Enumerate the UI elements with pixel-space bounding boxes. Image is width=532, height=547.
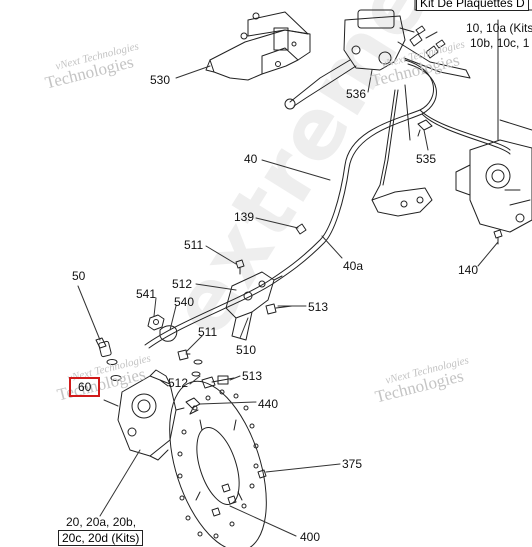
- callout-510[interactable]: 510: [236, 343, 257, 357]
- part-139-screw: [295, 223, 307, 235]
- callout-20-line-1[interactable]: 20, 20a, 20b,: [66, 515, 137, 529]
- caliper-bracket-right: [371, 187, 433, 217]
- brake-line-40: [144, 59, 511, 349]
- callout-530[interactable]: 530: [150, 73, 171, 87]
- fitting-screws-top: [409, 25, 446, 59]
- washer-lower: [191, 359, 203, 377]
- kit-parts-line-1: 10, 10a (Kits: [466, 21, 532, 35]
- callout-60[interactable]: 60: [78, 380, 92, 394]
- callout-40[interactable]: 40: [244, 152, 258, 166]
- highlight-box-60[interactable]: [69, 377, 100, 397]
- part-530-bracket: [205, 11, 311, 81]
- callout-536[interactable]: 536: [346, 87, 367, 101]
- disc-holes: [177, 389, 259, 539]
- callout-440[interactable]: 440: [258, 397, 279, 411]
- line-to-bracket: [371, 184, 381, 201]
- part-400-brake-disc: [169, 380, 267, 547]
- leader-lines: [77, 31, 499, 537]
- part-511-bolt-top: [235, 259, 245, 275]
- kit-parts-line-2: 10b, 10c, 1: [470, 36, 530, 50]
- callout-541[interactable]: 541: [136, 287, 157, 301]
- part-440-bolt: [185, 397, 201, 415]
- part-50-banjo-bolt: [95, 337, 122, 381]
- callout-400[interactable]: 400: [300, 530, 321, 544]
- part-513-screw-lower: [201, 375, 235, 389]
- callout-513-lower[interactable]: 513: [242, 369, 263, 383]
- callout-511-top[interactable]: 511: [184, 238, 204, 252]
- callout-40a[interactable]: 40a: [343, 259, 364, 273]
- kit-label: Kit De Plaquettes D: [416, 0, 529, 11]
- callout-512-top[interactable]: 512: [172, 277, 193, 291]
- callout-540[interactable]: 540: [174, 295, 195, 309]
- callout-511-lower[interactable]: 511: [198, 325, 218, 339]
- callout-20-line-2[interactable]: 20c, 20d (Kits): [58, 530, 144, 546]
- part-140-screw: [493, 229, 503, 245]
- callout-512-lower[interactable]: 512: [168, 376, 189, 390]
- part-541-nut: [147, 314, 165, 331]
- part-540-clip: [159, 325, 178, 342]
- part-536-master-cylinder: [284, 9, 471, 110]
- callout-139[interactable]: 139: [234, 210, 255, 224]
- part-375-disc-screws: [211, 469, 267, 517]
- part-510-bracket: [225, 271, 283, 341]
- part-535-clip: [417, 119, 433, 137]
- callout-375[interactable]: 375: [342, 457, 363, 471]
- callout-140[interactable]: 140: [458, 263, 479, 277]
- callout-513-upper[interactable]: 513: [308, 300, 329, 314]
- part-511-bolt-lower: [177, 349, 191, 361]
- right-caliper-assembly: [455, 119, 532, 233]
- callout-50[interactable]: 50: [72, 269, 86, 283]
- callout-535[interactable]: 535: [416, 152, 437, 166]
